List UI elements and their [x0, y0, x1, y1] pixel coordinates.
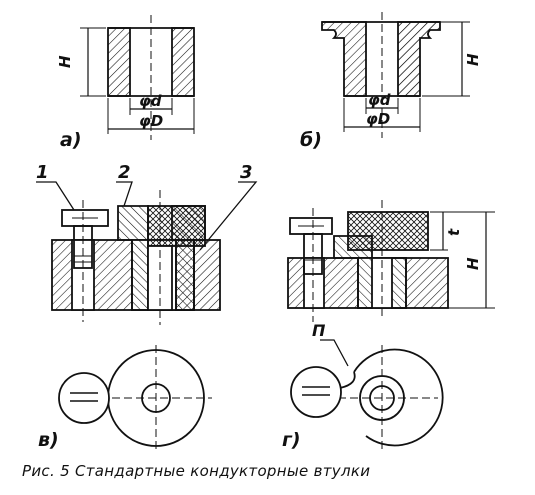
assembly-view-g-section: [287, 200, 495, 322]
figure-caption: Рис. 5 Стандартные кондукторные втулки: [22, 462, 371, 480]
dim-inner-dia-a: φd: [139, 92, 162, 110]
view-label-g: г): [282, 429, 301, 451]
dim-offset-g: t: [445, 228, 463, 236]
notch-label: П: [312, 321, 326, 340]
view-label-a: а): [60, 129, 82, 151]
bushing-view-b: [321, 12, 470, 138]
part-label-1: 1: [36, 162, 49, 183]
dim-outer-dia-b: φD: [366, 110, 390, 128]
view-label-v: в): [38, 429, 59, 451]
part-label-3: 3: [240, 162, 253, 183]
dim-height-a: H: [56, 55, 74, 68]
dim-outer-dia-a: φD: [139, 112, 163, 130]
assembly-view-g-top: [290, 339, 444, 452]
part-label-2: 2: [118, 162, 131, 183]
view-label-b: б): [300, 129, 322, 151]
dim-height-b: H: [464, 53, 482, 66]
dim-inner-dia-b: φd: [368, 91, 391, 109]
bushing-view-a: [80, 15, 195, 140]
dim-height-g: H: [464, 257, 482, 270]
assembly-view-v-top: [58, 345, 212, 452]
assembly-view-v-section: [36, 181, 258, 325]
